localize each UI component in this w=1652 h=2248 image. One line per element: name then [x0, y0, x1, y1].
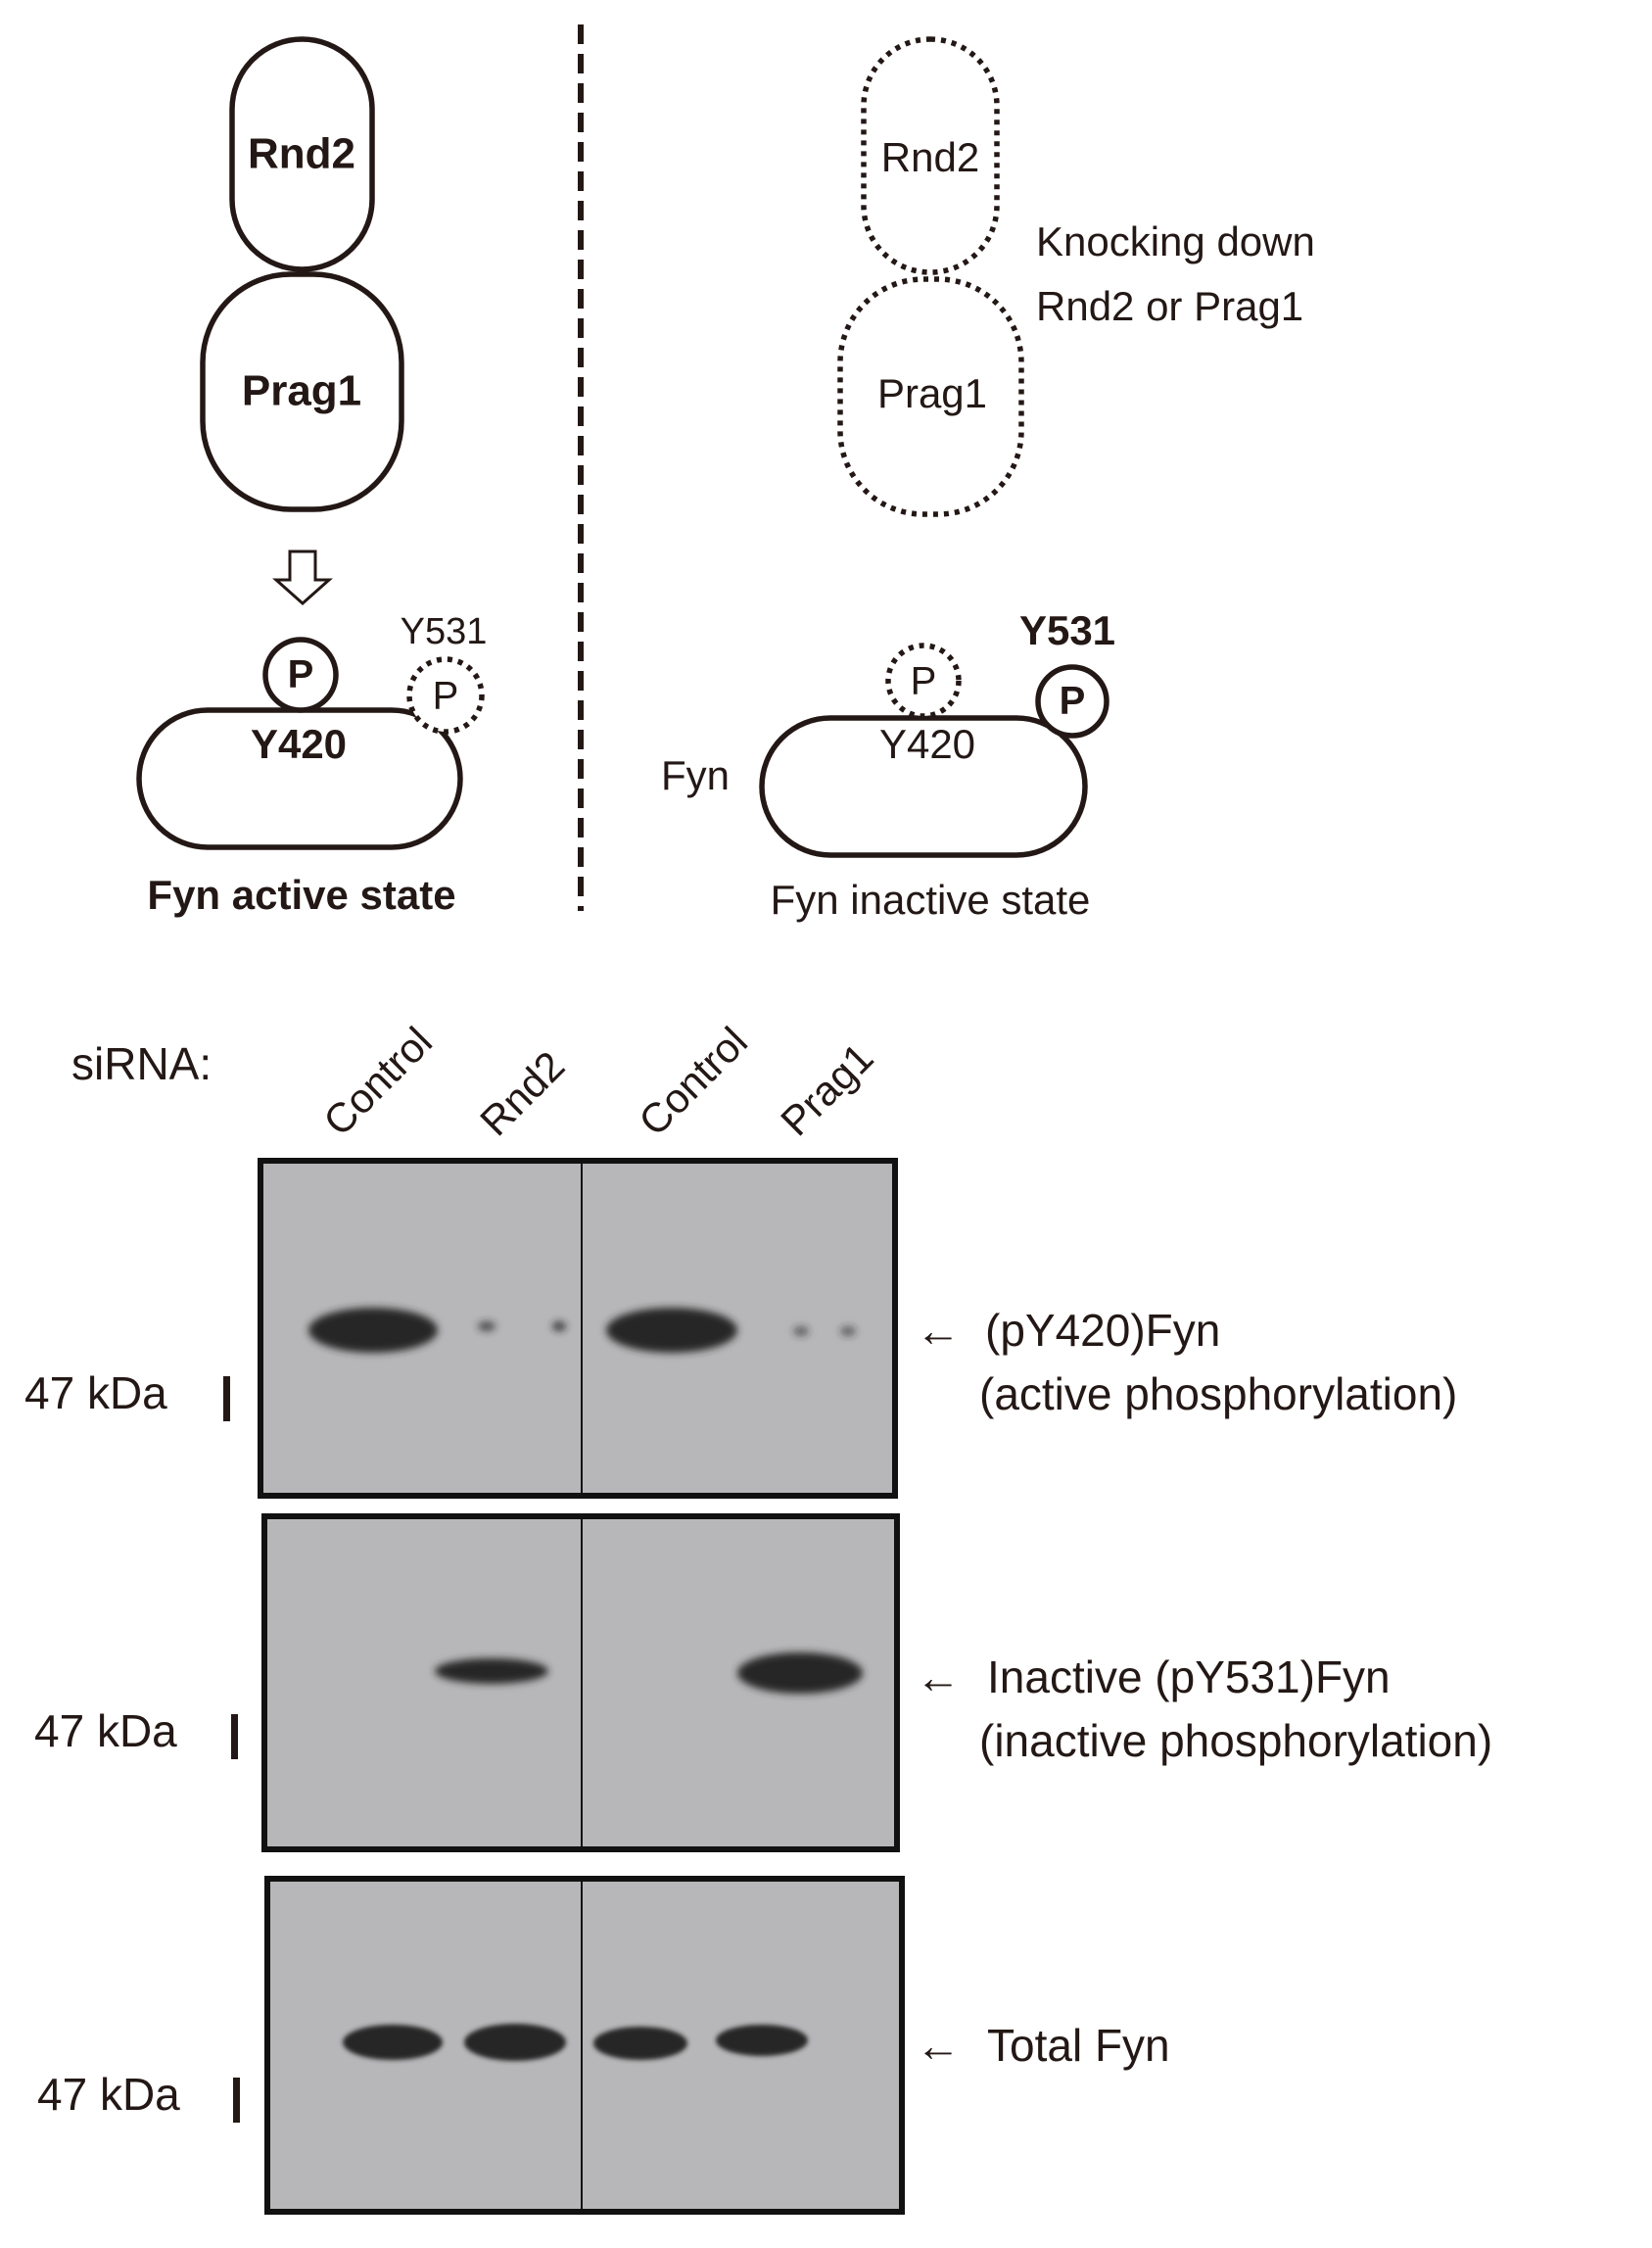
phosphate-y420-label: P — [288, 653, 314, 696]
blot-panel-2-bands — [435, 1652, 863, 1694]
blot-panel-1-arrow: ← — [916, 1305, 961, 1356]
band-panel1-lane3 — [606, 1308, 737, 1353]
blot-panel-1-bands — [308, 1308, 856, 1353]
blot-panel-1-label-line1: (pY420)Fyn — [985, 1305, 1220, 1356]
y420-label: Y420 — [251, 721, 347, 767]
knockdown-line2: Rnd2 or Prag1 — [1036, 283, 1303, 329]
blot-panel-2: 47 kDa ← Inactive (pY531)Fyn (inactive p… — [34, 1513, 1492, 1852]
phosphate-y531-label: P — [1060, 680, 1086, 723]
blot-panel-3: 47 kDa ← Total Fyn — [37, 1876, 1170, 2215]
sirna-label: siRNA: — [71, 1038, 212, 1089]
band-panel3-lane2 — [464, 2024, 566, 2061]
y420-inactive-label: Y420 — [879, 721, 975, 767]
rnd2-dotted-shape — [861, 36, 1000, 275]
active-state-diagram: Rnd2 Prag1 Y420 P Y531 P Fyn active stat… — [136, 36, 488, 918]
inactive-state-label: Fyn inactive state — [771, 877, 1091, 923]
band-panel1-lane4a — [793, 1326, 809, 1336]
blot-panel-2-label-line1: Inactive (pY531)Fyn — [987, 1651, 1391, 1702]
phosphate-y531-circle — [1035, 664, 1109, 739]
y531-label: Y531 — [401, 611, 488, 652]
rnd2-shape — [229, 36, 375, 272]
blot-panel-3-bands — [343, 2024, 808, 2061]
active-state-label: Fyn active state — [147, 872, 455, 918]
rnd2-dotted-label: Rnd2 — [881, 134, 979, 180]
phosphate-y531-dotted-label: P — [433, 675, 459, 718]
blot-panel-1: 47 kDa ← (pY420)Fyn (active phosphorylat… — [24, 1158, 1457, 1499]
blot-panel-2-label-line2: (inactive phosphorylation) — [979, 1715, 1492, 1766]
rnd2-label: Rnd2 — [248, 130, 355, 178]
band-panel1-lane4b — [840, 1326, 856, 1336]
phosphate-y420-dotted-circle — [885, 643, 962, 719]
blot-panel-1-label-line2: (active phosphorylation) — [979, 1368, 1457, 1419]
band-panel1-lane2a — [478, 1321, 496, 1331]
blot-panel-3-arrow: ← — [916, 2020, 961, 2071]
blot-panel-3-marker-tick — [233, 2078, 240, 2123]
phosphate-y420-dotted-label: P — [911, 660, 937, 703]
blot-panel-2-marker-tick — [231, 1714, 238, 1759]
y531-inactive-label: Y531 — [1019, 607, 1115, 653]
band-panel1-lane1 — [308, 1308, 438, 1353]
phosphate-y420-circle — [262, 637, 339, 713]
band-panel3-lane3 — [593, 2027, 687, 2060]
prag1-shape — [200, 271, 404, 512]
blot-panel-1-marker: 47 kDa — [24, 1367, 167, 1418]
band-panel1-lane2b — [552, 1321, 566, 1331]
blot-panel-3-label-line1: Total Fyn — [987, 2020, 1170, 2071]
band-panel2-lane2 — [435, 1658, 548, 1684]
band-panel2-lane4 — [737, 1652, 863, 1694]
inactive-state-diagram: Rnd2 Prag1 Knocking down Rnd2 or Prag1 Y… — [661, 36, 1315, 923]
blot-panel-2-arrow: ← — [916, 1651, 961, 1702]
prag1-dotted-label: Prag1 — [877, 370, 987, 416]
blot-panel-1-marker-tick — [223, 1376, 230, 1421]
prag1-label: Prag1 — [242, 367, 361, 415]
knockdown-line1: Knocking down — [1036, 218, 1315, 264]
phosphate-y531-dotted-circle — [406, 656, 485, 735]
blot-panel-2-marker: 47 kDa — [34, 1705, 177, 1756]
down-arrow-icon — [272, 550, 333, 606]
lane-label-4: Prag1 — [772, 1034, 881, 1144]
band-panel3-lane4 — [716, 2025, 808, 2056]
lane-label-3: Control — [630, 1018, 756, 1144]
western-blot: siRNA: Control Rnd2 Control Prag1 47 kDa… — [24, 1018, 1492, 2215]
lane-label-1: Control — [314, 1018, 441, 1144]
band-panel3-lane1 — [343, 2025, 443, 2060]
fyn-label: Fyn — [661, 752, 730, 798]
blot-panel-3-marker: 47 kDa — [37, 2069, 180, 2120]
lane-label-2: Rnd2 — [471, 1042, 573, 1144]
